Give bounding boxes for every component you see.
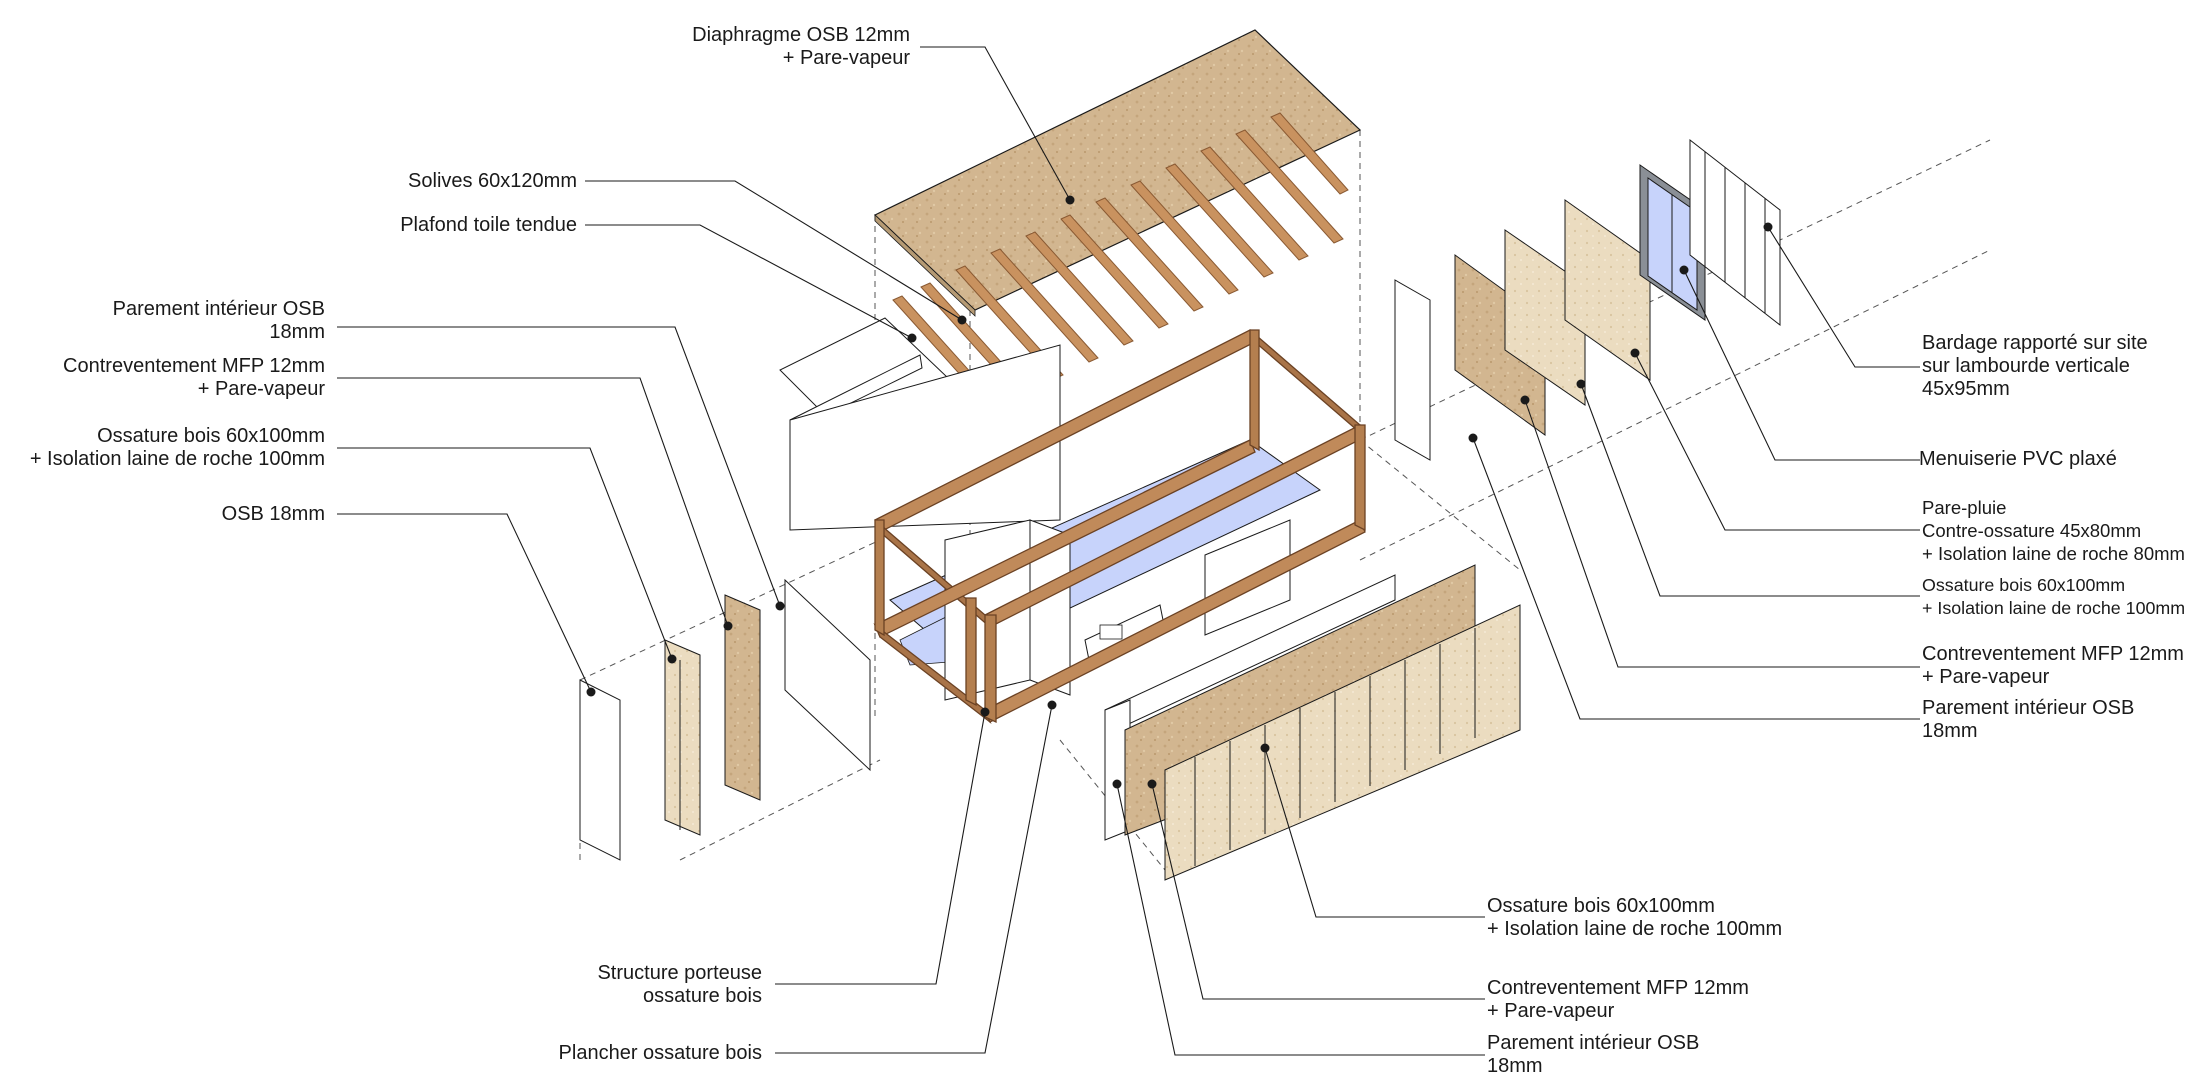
label-front-ossature: Ossature bois 60x100mm + Isolation laine…	[1487, 895, 1783, 940]
label-diaphragme: Diaphragme OSB 12mm + Pare-vapeur	[692, 24, 910, 69]
left-wall-layers	[579, 578, 871, 861]
label-left-contrevent: Contreventement MFP 12mm + Pare-vapeur	[63, 355, 325, 400]
label-front-contrevent: Contreventement MFP 12mm + Pare-vapeur	[1487, 977, 1749, 1022]
leader-lines	[337, 46, 1920, 1056]
label-left-osb: OSB 18mm	[221, 503, 325, 525]
leader-dots	[586, 195, 1773, 789]
label-parepluie: Pare-pluie Contre-ossature 45x80mm + Iso…	[1922, 497, 2185, 564]
back-wall	[789, 344, 1061, 531]
label-menuiserie: Menuiserie PVC plaxé	[1919, 448, 2117, 470]
kitchen-hob	[1099, 624, 1123, 640]
label-front-parement: Parement intérieur OSB 18mm	[1487, 1032, 1700, 1077]
label-solives: Solives 60x120mm	[408, 170, 577, 192]
timber-frame-structure	[873, 329, 1366, 725]
label-left-parement: Parement intérieur OSB 18mm	[112, 298, 325, 343]
label-right-ossature: Ossature bois 60x100mm + Isolation laine…	[1922, 575, 2186, 618]
front-wall-layers	[1104, 564, 1521, 881]
label-structure: Structure porteuse ossature bois	[597, 962, 762, 1007]
label-plafond: Plafond toile tendue	[400, 214, 577, 236]
label-right-contrevent: Contreventement MFP 12mm + Pare-vapeur	[1922, 643, 2184, 688]
label-bardage: Bardage rapporté sur site sur lambourde …	[1922, 332, 2148, 400]
label-left-ossature: Ossature bois 60x100mm + Isolation laine…	[29, 425, 325, 470]
right-wall-layers	[1394, 138, 1781, 461]
label-right-parement: Parement intérieur OSB 18mm	[1922, 697, 2135, 742]
label-plancher: Plancher ossature bois	[558, 1042, 762, 1064]
